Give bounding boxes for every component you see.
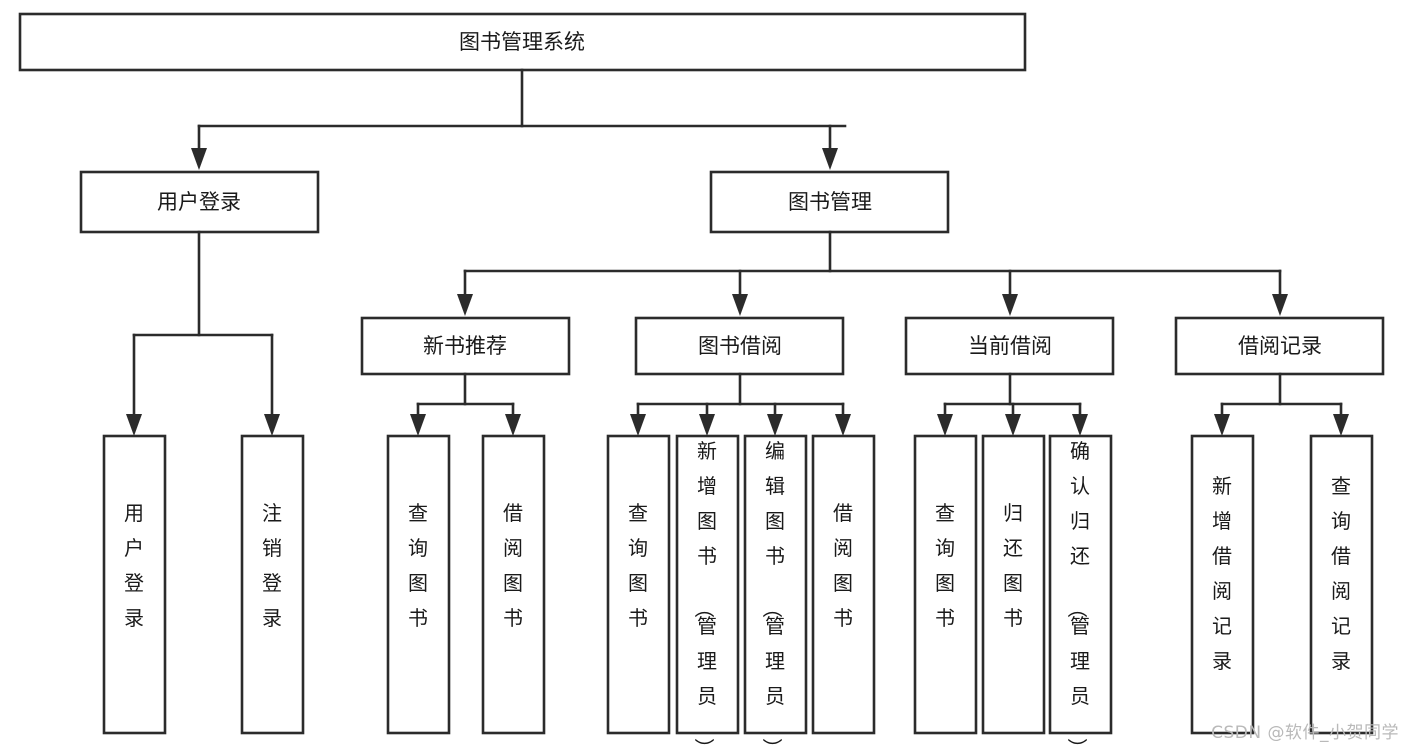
node-book-borrow[interactable]: 图书借阅 bbox=[634, 316, 845, 376]
new-book-recommend-label: 新书推荐 bbox=[423, 334, 507, 358]
leaf-return-book[interactable]: 归还图书 bbox=[981, 434, 1046, 735]
leaf-add-book-admin-box[interactable] bbox=[675, 434, 740, 735]
leaf-query-book-2[interactable]: 查询图书 bbox=[606, 434, 671, 735]
arrow-head-bb-leaf3 bbox=[767, 414, 783, 436]
leaf-logout-label: 注销登录 bbox=[262, 501, 282, 630]
arrow-head-br-leaf1 bbox=[1214, 414, 1230, 436]
arrow-head-bb-leaf1 bbox=[630, 414, 646, 436]
leaf-edit-book-admin-box[interactable] bbox=[743, 434, 808, 735]
leaf-query-book-1-label: 查询图书 bbox=[408, 501, 428, 630]
user-login-label: 用户登录 bbox=[157, 190, 241, 214]
arrow-head-cb-leaf3 bbox=[1072, 414, 1088, 436]
leaf-query-borrow-record-box[interactable] bbox=[1309, 434, 1374, 735]
arrow-head-current-borrow bbox=[1002, 294, 1018, 316]
leaf-confirm-return-admin[interactable]: 确认归还（管理员） bbox=[1048, 434, 1113, 747]
new-book-recommend-box[interactable] bbox=[360, 316, 571, 376]
leaf-borrow-book-2-box[interactable] bbox=[811, 434, 876, 735]
leaf-logout[interactable]: 注销登录 bbox=[240, 434, 305, 735]
node-current-borrow[interactable]: 当前借阅 bbox=[904, 316, 1115, 376]
leaf-borrow-book-1[interactable]: 借阅图书 bbox=[481, 434, 546, 735]
leaf-add-borrow-record[interactable]: 新增借阅记录 bbox=[1190, 434, 1255, 735]
leaf-user-login-box[interactable] bbox=[102, 434, 167, 735]
arrow-head-bb-leaf2 bbox=[699, 414, 715, 436]
leaf-borrow-book-1-box[interactable] bbox=[481, 434, 546, 735]
leaf-add-book-admin[interactable]: 新增图书（管理员） bbox=[675, 434, 740, 747]
leaf-add-borrow-record-label: 新增借阅记录 bbox=[1212, 474, 1232, 673]
connector-book-borrow-to-leaves bbox=[630, 372, 851, 436]
leaf-add-borrow-record-box[interactable] bbox=[1190, 434, 1255, 735]
leaf-user-login-label: 用户登录 bbox=[124, 501, 144, 630]
leaf-query-book-3[interactable]: 查询图书 bbox=[913, 434, 978, 735]
leaf-edit-book-admin[interactable]: 编辑图书（管理员） bbox=[743, 434, 808, 747]
node-book-management[interactable]: 图书管理 bbox=[709, 170, 950, 234]
leaf-query-borrow-record-label: 查询借阅记录 bbox=[1331, 474, 1351, 673]
leaf-query-borrow-record[interactable]: 查询借阅记录 bbox=[1309, 434, 1374, 735]
arrow-head-book-borrow bbox=[732, 294, 748, 316]
connector-borrow-record-to-leaves bbox=[1214, 372, 1349, 436]
arrow-head-user-login bbox=[191, 148, 207, 170]
connector-user-login-to-leaves bbox=[126, 230, 280, 436]
arrow-head-nb-leaf1 bbox=[410, 414, 426, 436]
leaf-add-book-admin-label: 新增图书（管理员） bbox=[692, 439, 717, 747]
leaf-logout-box[interactable] bbox=[240, 434, 305, 735]
book-management-label: 图书管理 bbox=[788, 190, 872, 214]
arrow-head-borrow-record bbox=[1272, 294, 1288, 316]
borrow-record-label: 借阅记录 bbox=[1238, 334, 1322, 358]
leaf-query-book-3-label: 查询图书 bbox=[935, 501, 955, 630]
connector-root-to-level2 bbox=[191, 68, 847, 170]
leaf-borrow-book-2[interactable]: 借阅图书 bbox=[811, 434, 876, 735]
leaf-borrow-book-2-label: 借阅图书 bbox=[833, 501, 853, 630]
arrow-head-leaf-logout bbox=[264, 414, 280, 436]
connector-book-management-to-level3 bbox=[457, 230, 1288, 316]
book-borrow-box[interactable] bbox=[634, 316, 845, 376]
current-borrow-box[interactable] bbox=[904, 316, 1115, 376]
leaf-user-login[interactable]: 用户登录 bbox=[102, 434, 167, 735]
book-borrow-label: 图书借阅 bbox=[698, 334, 782, 358]
arrow-head-book-manage bbox=[822, 148, 838, 170]
leaf-query-book-2-box[interactable] bbox=[606, 434, 671, 735]
arrow-head-leaf-user-login bbox=[126, 414, 142, 436]
leaf-query-book-1-box[interactable] bbox=[386, 434, 451, 735]
root-box[interactable] bbox=[18, 12, 1027, 72]
connector-new-book-to-leaves bbox=[410, 372, 521, 436]
leaf-query-book-2-label: 查询图书 bbox=[628, 501, 648, 630]
node-user-login[interactable]: 用户登录 bbox=[79, 170, 320, 234]
leaf-return-book-box[interactable] bbox=[981, 434, 1046, 735]
node-root-book-management-system[interactable]: 图书管理系统 bbox=[18, 12, 1027, 72]
book-management-box[interactable] bbox=[709, 170, 950, 234]
node-borrow-record[interactable]: 借阅记录 bbox=[1174, 316, 1385, 376]
borrow-record-box[interactable] bbox=[1174, 316, 1385, 376]
arrow-head-nb-leaf2 bbox=[505, 414, 521, 436]
leaf-query-book-1[interactable]: 查询图书 bbox=[386, 434, 451, 735]
current-borrow-label: 当前借阅 bbox=[968, 334, 1052, 358]
arrow-head-bb-leaf4 bbox=[835, 414, 851, 436]
leaf-edit-book-admin-label: 编辑图书（管理员） bbox=[760, 439, 785, 747]
arrow-head-new-book bbox=[457, 294, 473, 316]
node-new-book-recommend[interactable]: 新书推荐 bbox=[360, 316, 571, 376]
arrow-head-cb-leaf2 bbox=[1005, 414, 1021, 436]
leaf-query-book-3-box[interactable] bbox=[913, 434, 978, 735]
connector-current-borrow-to-leaves bbox=[937, 372, 1088, 436]
arrow-head-br-leaf2 bbox=[1333, 414, 1349, 436]
leaf-confirm-return-admin-label: 确认归还（管理员） bbox=[1065, 439, 1090, 747]
leaf-return-book-label: 归还图书 bbox=[1003, 501, 1023, 630]
arrow-head-cb-leaf1 bbox=[937, 414, 953, 436]
leaf-borrow-book-1-label: 借阅图书 bbox=[503, 501, 523, 630]
root-label: 图书管理系统 bbox=[459, 30, 585, 54]
leaf-confirm-return-admin-box[interactable] bbox=[1048, 434, 1113, 735]
